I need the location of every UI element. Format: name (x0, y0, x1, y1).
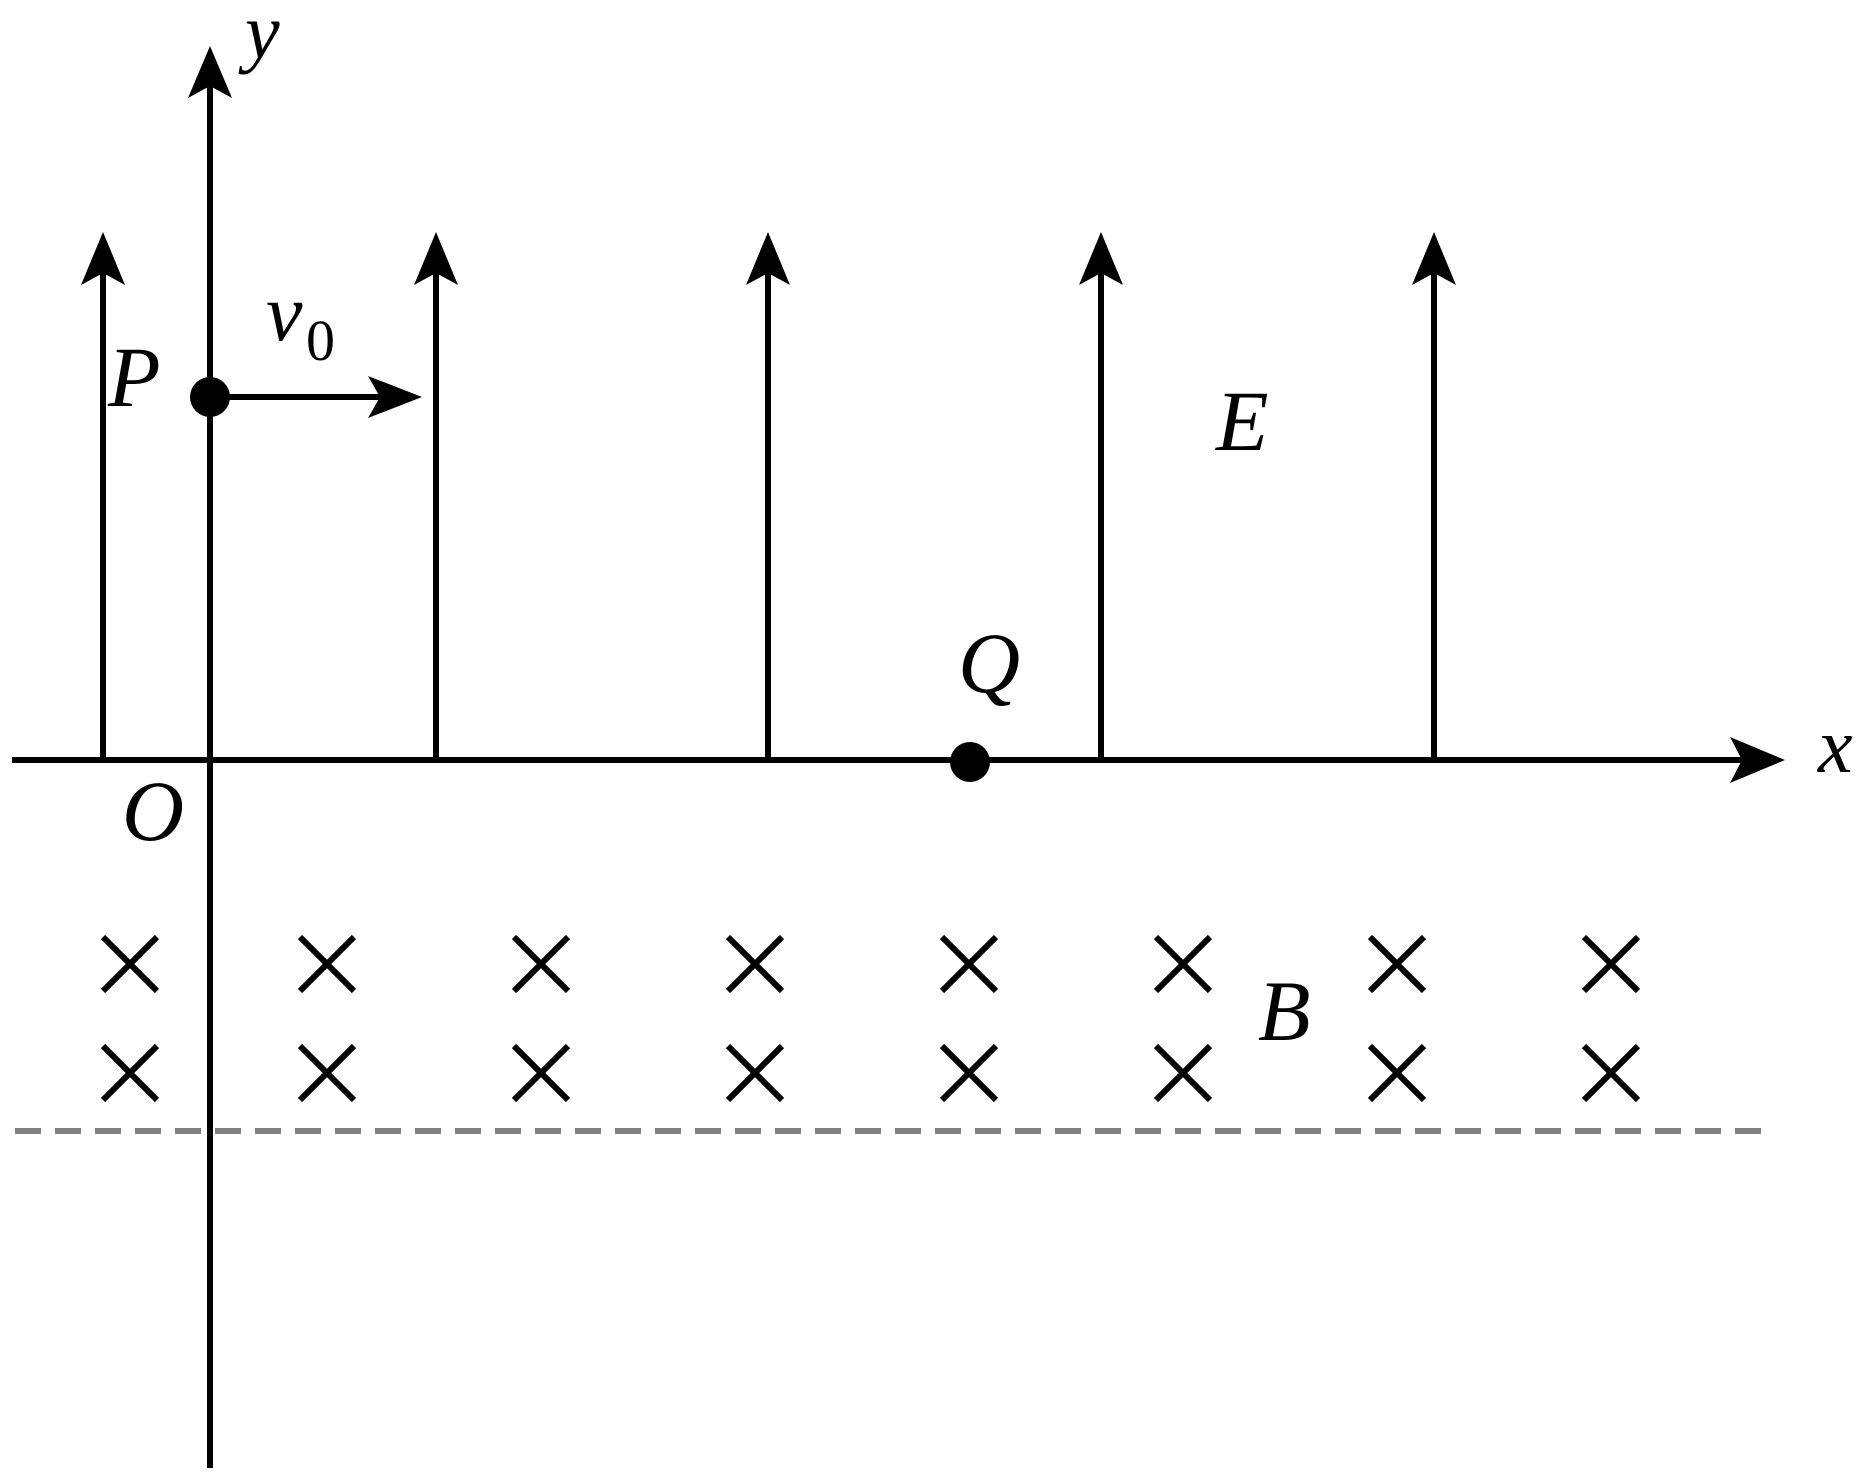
point-p-dot (190, 377, 230, 417)
magnetic-field-cross (297, 934, 357, 994)
magnetic-field-cross (297, 1043, 357, 1103)
field-line (1412, 232, 1456, 760)
y-axis (188, 46, 232, 1468)
magnetic-field-cross (1581, 1043, 1641, 1103)
magnetic-field-cross (511, 934, 571, 994)
electric-field-label: E (1214, 373, 1269, 469)
point-p-label: P (107, 329, 161, 425)
magnetic-field-cross (1367, 1043, 1427, 1103)
velocity-subscript: 0 (306, 308, 335, 373)
x-axis-label: x (1817, 702, 1853, 789)
magnetic-field-cross (1153, 1043, 1213, 1103)
velocity-label: v (266, 267, 303, 358)
magnetic-field-cross (725, 934, 785, 994)
field-line (414, 232, 458, 760)
magnetic-field-cross (511, 1043, 571, 1103)
point-q-label: Q (958, 615, 1020, 711)
velocity-arrow (210, 376, 422, 418)
x-axis-arrowhead (1730, 737, 1785, 783)
magnetic-field-cross (1153, 934, 1213, 994)
magnetic-field-cross (1367, 934, 1427, 994)
field-line (81, 232, 125, 760)
y-axis-label: y (238, 0, 280, 75)
magnetic-field-cross (939, 934, 999, 994)
y-axis-arrowhead (188, 46, 232, 98)
field-line (1079, 232, 1123, 760)
field-line (746, 232, 790, 760)
magnetic-field-cross (725, 1043, 785, 1103)
electric-field-lines (81, 232, 1456, 760)
magnetic-field-cross (100, 1043, 160, 1103)
magnetic-field-cross (1581, 934, 1641, 994)
magnetic-field-cross (939, 1043, 999, 1103)
magnetic-field-label: B (1258, 963, 1311, 1059)
magnetic-field-crosses (100, 934, 1641, 1103)
x-axis (12, 737, 1785, 783)
point-q-dot (950, 742, 990, 782)
origin-label: O (122, 763, 184, 859)
magnetic-field-cross (100, 934, 160, 994)
